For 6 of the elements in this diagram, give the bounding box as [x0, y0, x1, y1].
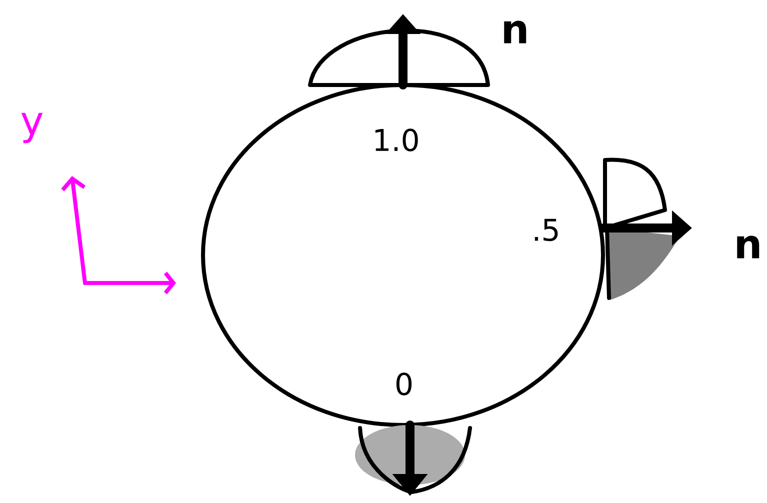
vector-label: n	[504, 20, 526, 44]
axis-label: y	[21, 112, 43, 144]
value-label: 0	[396, 372, 412, 396]
value-label: 1.0	[375, 128, 418, 152]
vector-label: n	[737, 236, 760, 258]
value-label: .5	[534, 218, 558, 242]
